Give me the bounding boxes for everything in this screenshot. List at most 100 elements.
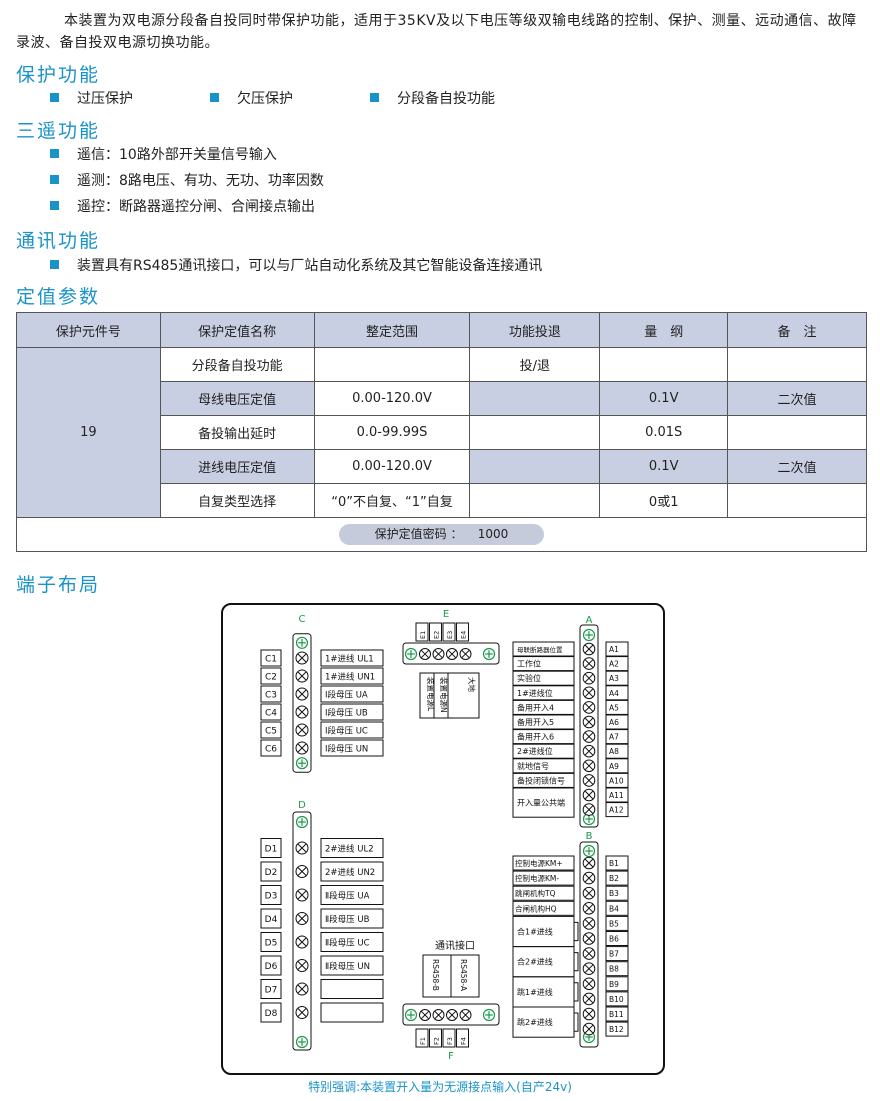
screw-slash xyxy=(584,889,594,898)
screw-slash xyxy=(584,805,594,814)
signal-label: 工作位 xyxy=(517,659,541,669)
terminal-code-C5: C5 xyxy=(265,727,277,737)
row-range xyxy=(313,347,471,382)
signal-label-box xyxy=(512,685,575,701)
bullet-item: 分段备自投功能 xyxy=(370,88,495,108)
terminal-code-box xyxy=(456,1028,469,1048)
signal-label-box xyxy=(512,758,575,774)
screw-slash xyxy=(297,653,307,663)
section-title-comm: 通讯功能 xyxy=(16,230,101,252)
terminal-code-B5: B5 xyxy=(609,919,619,928)
screw-slash xyxy=(297,671,307,681)
block-label-F: F xyxy=(448,1051,454,1062)
terminal-code-A8: A8 xyxy=(609,747,619,756)
terminal-code-box xyxy=(260,861,282,882)
signal-label-box xyxy=(320,908,384,929)
row-name: 备投输出延时 xyxy=(159,415,315,450)
screw-slash xyxy=(584,674,594,683)
table-row: 母线电压定值 0.00-120.0V 0.1V 二次值 xyxy=(17,381,867,416)
terminal-code-box xyxy=(605,855,629,871)
terminal-code-box xyxy=(605,870,629,886)
row-unit: 0.01S xyxy=(599,415,729,450)
terminal-code-box xyxy=(605,743,629,759)
screw-slash xyxy=(297,725,307,735)
screw-slash xyxy=(584,717,594,727)
signal-label: 备用开入4 xyxy=(517,702,554,712)
terminal-code-B7: B7 xyxy=(609,950,619,959)
terminal-code-box xyxy=(260,1002,282,1023)
bullet-item: 过压保护 xyxy=(50,88,133,108)
signal-label-group xyxy=(419,672,480,719)
screw-slash xyxy=(297,984,307,994)
terminal-code-box xyxy=(260,955,282,976)
screw-slash xyxy=(434,1011,443,1019)
screw-slash xyxy=(584,703,594,712)
block-label-A: A xyxy=(586,615,593,626)
table-header-row: 保护元件号 保护定值名称 整定范围 功能投退 量 纲 备 注 xyxy=(16,312,867,348)
terminal-code-F4: F4 xyxy=(460,1037,468,1045)
signal-label: 实验位 xyxy=(517,673,541,683)
bullet-square-icon xyxy=(50,260,59,269)
terminal-code-B12: B12 xyxy=(609,1025,624,1034)
terminal-code-box xyxy=(260,721,282,739)
signal-label-box xyxy=(450,954,480,998)
terminal-code-B9: B9 xyxy=(609,980,619,989)
signal-label: 2#进线 UL2 xyxy=(325,844,374,855)
terminal-code-box xyxy=(605,1021,629,1037)
bullet-square-icon xyxy=(50,201,59,210)
header-cell: 功能投退 xyxy=(469,312,601,348)
signal-label-box xyxy=(320,1002,384,1023)
screw-slash xyxy=(584,659,594,668)
row-unit xyxy=(599,347,729,382)
signal-label: 合1#进线 xyxy=(517,927,553,937)
screw-slash xyxy=(584,1009,594,1019)
terminal-code-A1: A1 xyxy=(609,645,619,654)
terminal-code-box xyxy=(605,641,629,657)
block-label-C: C xyxy=(299,614,306,625)
screw-slash xyxy=(584,858,594,868)
terminal-code-box xyxy=(605,670,629,686)
screw-slash xyxy=(584,732,594,741)
screw-slash xyxy=(297,890,307,900)
terminal-code-box xyxy=(605,976,629,992)
header-cell: 量 纲 xyxy=(599,312,729,348)
terminal-housing xyxy=(292,633,312,773)
signal-label: 装置电源N xyxy=(439,677,449,713)
row-note xyxy=(727,483,867,518)
bullet-square-icon xyxy=(370,93,379,102)
terminal-code-A5: A5 xyxy=(609,703,619,712)
contact-switch-icon xyxy=(574,982,579,1002)
terminal-code-box xyxy=(605,729,629,745)
terminal-code-box xyxy=(260,838,282,858)
header-cell: 保护定值名称 xyxy=(159,312,315,348)
terminal-code-F3: F3 xyxy=(446,1037,454,1045)
terminal-code-A9: A9 xyxy=(609,762,619,771)
signal-label: 2#进线 UN2 xyxy=(325,867,375,878)
terminal-code-box xyxy=(605,758,629,774)
intro-paragraph: 本装置为双电源分段备自投同时带保护功能，适用于35KV及以下电压等级双输电线路的… xyxy=(16,13,857,51)
screw-slash xyxy=(584,904,594,913)
terminal-code-box xyxy=(605,685,629,701)
bullet-item: 遥信：10路外部开关量信号输入 xyxy=(50,144,277,164)
signal-label-box xyxy=(320,932,384,952)
terminal-code-C1: C1 xyxy=(265,655,277,665)
terminal-code-C4: C4 xyxy=(265,709,277,719)
signal-label: 开入量公共端 xyxy=(517,798,565,808)
terminal-code-box xyxy=(442,1028,456,1048)
terminal-code-B6: B6 xyxy=(609,935,619,944)
terminal-code-box xyxy=(260,932,282,952)
terminal-code-D3: D3 xyxy=(265,892,278,902)
section-title-protection: 保护功能 xyxy=(16,64,101,86)
row-name: 母线电压定值 xyxy=(159,381,315,416)
screw-slash xyxy=(584,919,594,928)
signal-label: Ⅰ段母压 UA xyxy=(325,690,368,701)
signal-label-box xyxy=(512,729,575,745)
section-title-terminal: 端子布局 xyxy=(16,574,101,596)
screw-slash xyxy=(297,1008,307,1017)
row-range: 0.00-120.0V xyxy=(313,449,471,484)
screw-slash xyxy=(584,776,594,785)
signal-label-box xyxy=(512,885,575,901)
row-note: 二次值 xyxy=(727,449,867,484)
signal-label-box xyxy=(512,699,575,715)
